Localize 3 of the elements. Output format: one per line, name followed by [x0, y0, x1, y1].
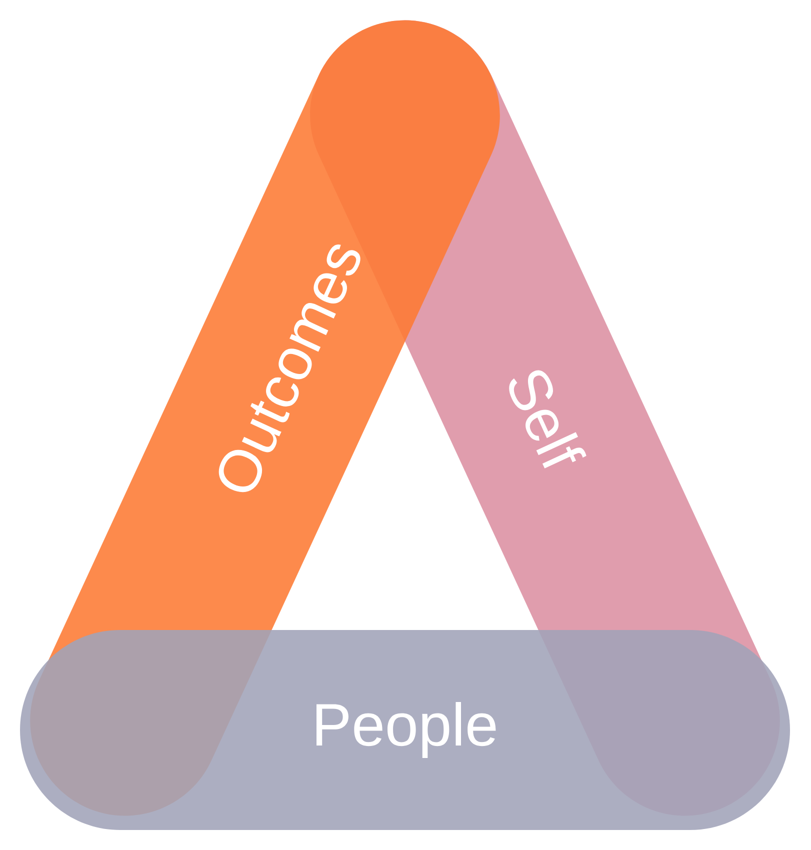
band-label: People: [316, 702, 496, 758]
band: [20, 630, 790, 830]
band-label: Self: [509, 370, 586, 468]
